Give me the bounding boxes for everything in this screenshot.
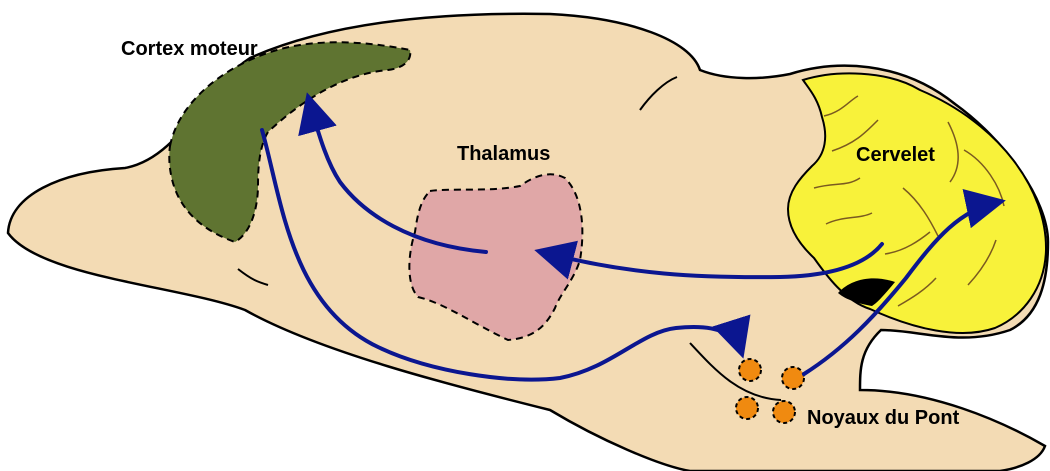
pontine-nucleus-1 [739, 359, 761, 381]
pontine-nuclei-label: Noyaux du Pont [807, 407, 960, 429]
pontine-nucleus-4 [773, 401, 795, 423]
cerebellum-label: Cervelet [856, 144, 935, 166]
thalamus-label: Thalamus [457, 143, 550, 165]
motor-cortex-label: Cortex moteur [121, 38, 258, 60]
pontine-nucleus-2 [782, 367, 804, 389]
pontine-nucleus-3 [736, 397, 758, 419]
